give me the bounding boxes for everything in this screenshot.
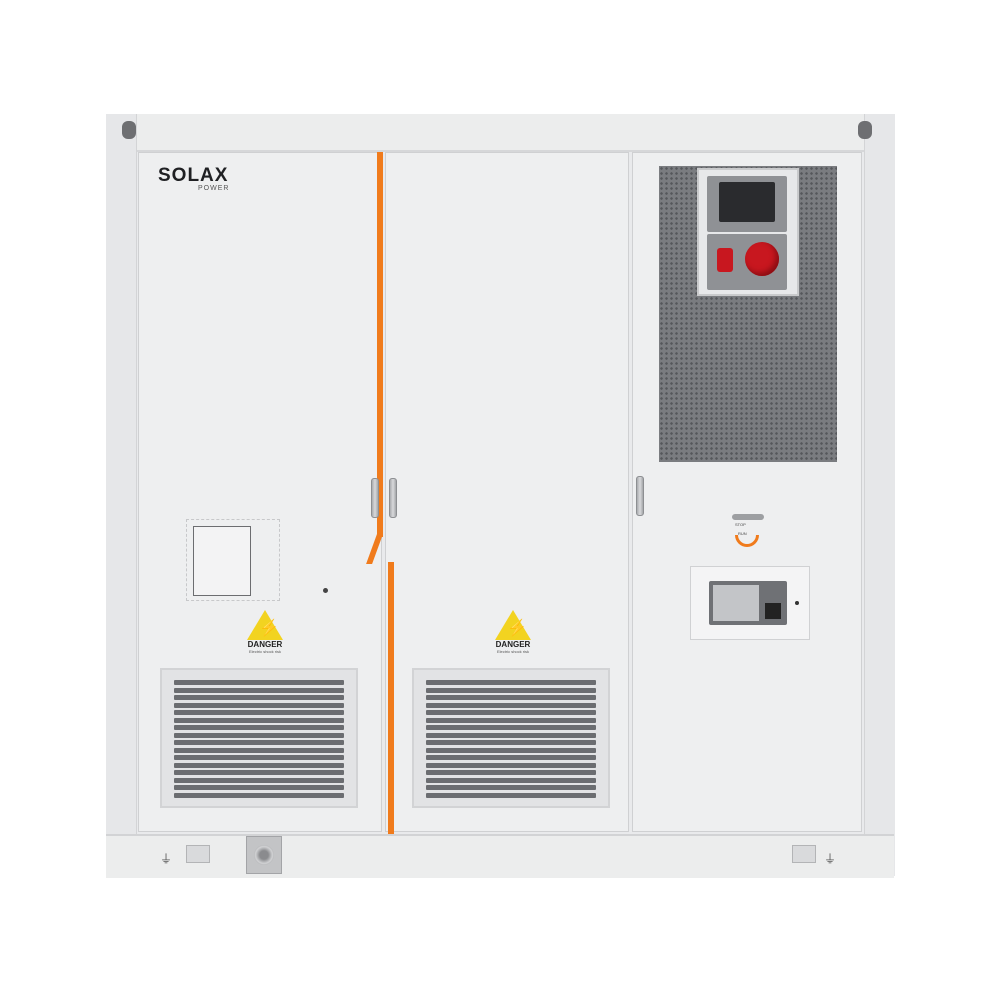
louver-slat: [174, 695, 344, 700]
louver-slat: [426, 747, 596, 753]
louver-slat: [174, 725, 344, 730]
left-corner-post: [106, 114, 137, 876]
louver-slat: [426, 770, 596, 775]
bottom-rail: [106, 834, 894, 878]
breaker-unit: [709, 581, 787, 625]
brand-logo: SOLAX POWER: [158, 165, 230, 193]
orange-seal-strip-upper: [377, 152, 383, 537]
danger-subtitle: Electric shock risk: [248, 649, 281, 654]
louver-slat: [174, 717, 344, 723]
cable-gland: [254, 845, 274, 865]
control-panel: [697, 168, 799, 296]
brand-name: SOLAX: [158, 165, 229, 186]
louver-slat: [174, 785, 344, 790]
top-rail: [106, 114, 894, 152]
louver-slat: [174, 755, 344, 760]
louver-slat: [174, 740, 344, 745]
louver-slat: [426, 687, 596, 693]
louver-slat: [174, 687, 344, 693]
louver-slat: [426, 710, 596, 715]
touch-screen[interactable]: [719, 182, 775, 222]
ventilation-grille-left: [160, 668, 358, 808]
louver-slat: [174, 710, 344, 715]
louver-slat: [174, 747, 344, 753]
indicator-hole: [323, 588, 328, 593]
louver-slat: [426, 792, 596, 798]
danger-title: DANGER: [495, 640, 531, 649]
louver-slat: [174, 702, 344, 708]
key-switch-button[interactable]: [717, 248, 733, 272]
louver-slat: [174, 762, 344, 768]
inspection-panel-frame: [186, 519, 280, 601]
switch-label-run: RUN: [738, 531, 747, 536]
indicator-dot: [795, 601, 799, 605]
brand-subtitle: POWER: [198, 185, 230, 192]
louver-slat: [426, 777, 596, 783]
corner-casting-top-right: [858, 121, 872, 139]
louver-slat: [426, 740, 596, 745]
ventilation-grille-center: [412, 668, 610, 808]
emergency-stop-button[interactable]: [745, 242, 779, 276]
louver-slat: [426, 732, 596, 738]
right-corner-post: [864, 114, 895, 876]
button-panel: [707, 234, 787, 290]
ground-symbol-icon: ⏚: [160, 852, 173, 866]
door-handle-center[interactable]: [389, 478, 397, 518]
ground-symbol-icon: ⏚: [824, 852, 837, 866]
louver-slat: [426, 762, 596, 768]
louver-slat: [174, 777, 344, 783]
status-light-bar: [732, 514, 764, 520]
danger-label-left: ⚡ DANGER Electric shock risk: [235, 610, 295, 654]
louver-slat: [426, 725, 596, 730]
door-handle-right[interactable]: [636, 476, 644, 516]
louver-slat: [174, 732, 344, 738]
high-voltage-warning-icon: ⚡: [495, 610, 531, 640]
orange-seal-strip-lower: [388, 562, 394, 834]
louver-slat: [426, 717, 596, 723]
louver-slat: [426, 680, 596, 685]
breaker-enclosure: [690, 566, 810, 640]
breaker-switch[interactable]: [713, 585, 759, 621]
switch-label-stop: STOP: [735, 522, 746, 527]
grounding-terminal-right: [792, 845, 816, 863]
louver-slat: [174, 680, 344, 685]
danger-label-center: ⚡ DANGER Electric shock risk: [483, 610, 543, 654]
louver-slat: [426, 702, 596, 708]
danger-subtitle: Electric shock risk: [496, 649, 529, 654]
louver-slat: [174, 792, 344, 798]
louver-slat: [426, 785, 596, 790]
corner-casting-top-left: [122, 121, 136, 139]
display-bezel: [707, 176, 787, 232]
cable-gland-plate: [246, 836, 282, 874]
inspection-window[interactable]: [193, 526, 251, 596]
grounding-terminal-left: [186, 845, 210, 863]
high-voltage-warning-icon: ⚡: [247, 610, 283, 640]
socket-outlet[interactable]: [765, 603, 781, 619]
louver-slat: [174, 770, 344, 775]
door-handle-left[interactable]: [371, 478, 379, 518]
danger-title: DANGER: [247, 640, 283, 649]
louver-slat: [426, 755, 596, 760]
air-intake-mesh: [659, 166, 837, 462]
louver-slat: [426, 695, 596, 700]
